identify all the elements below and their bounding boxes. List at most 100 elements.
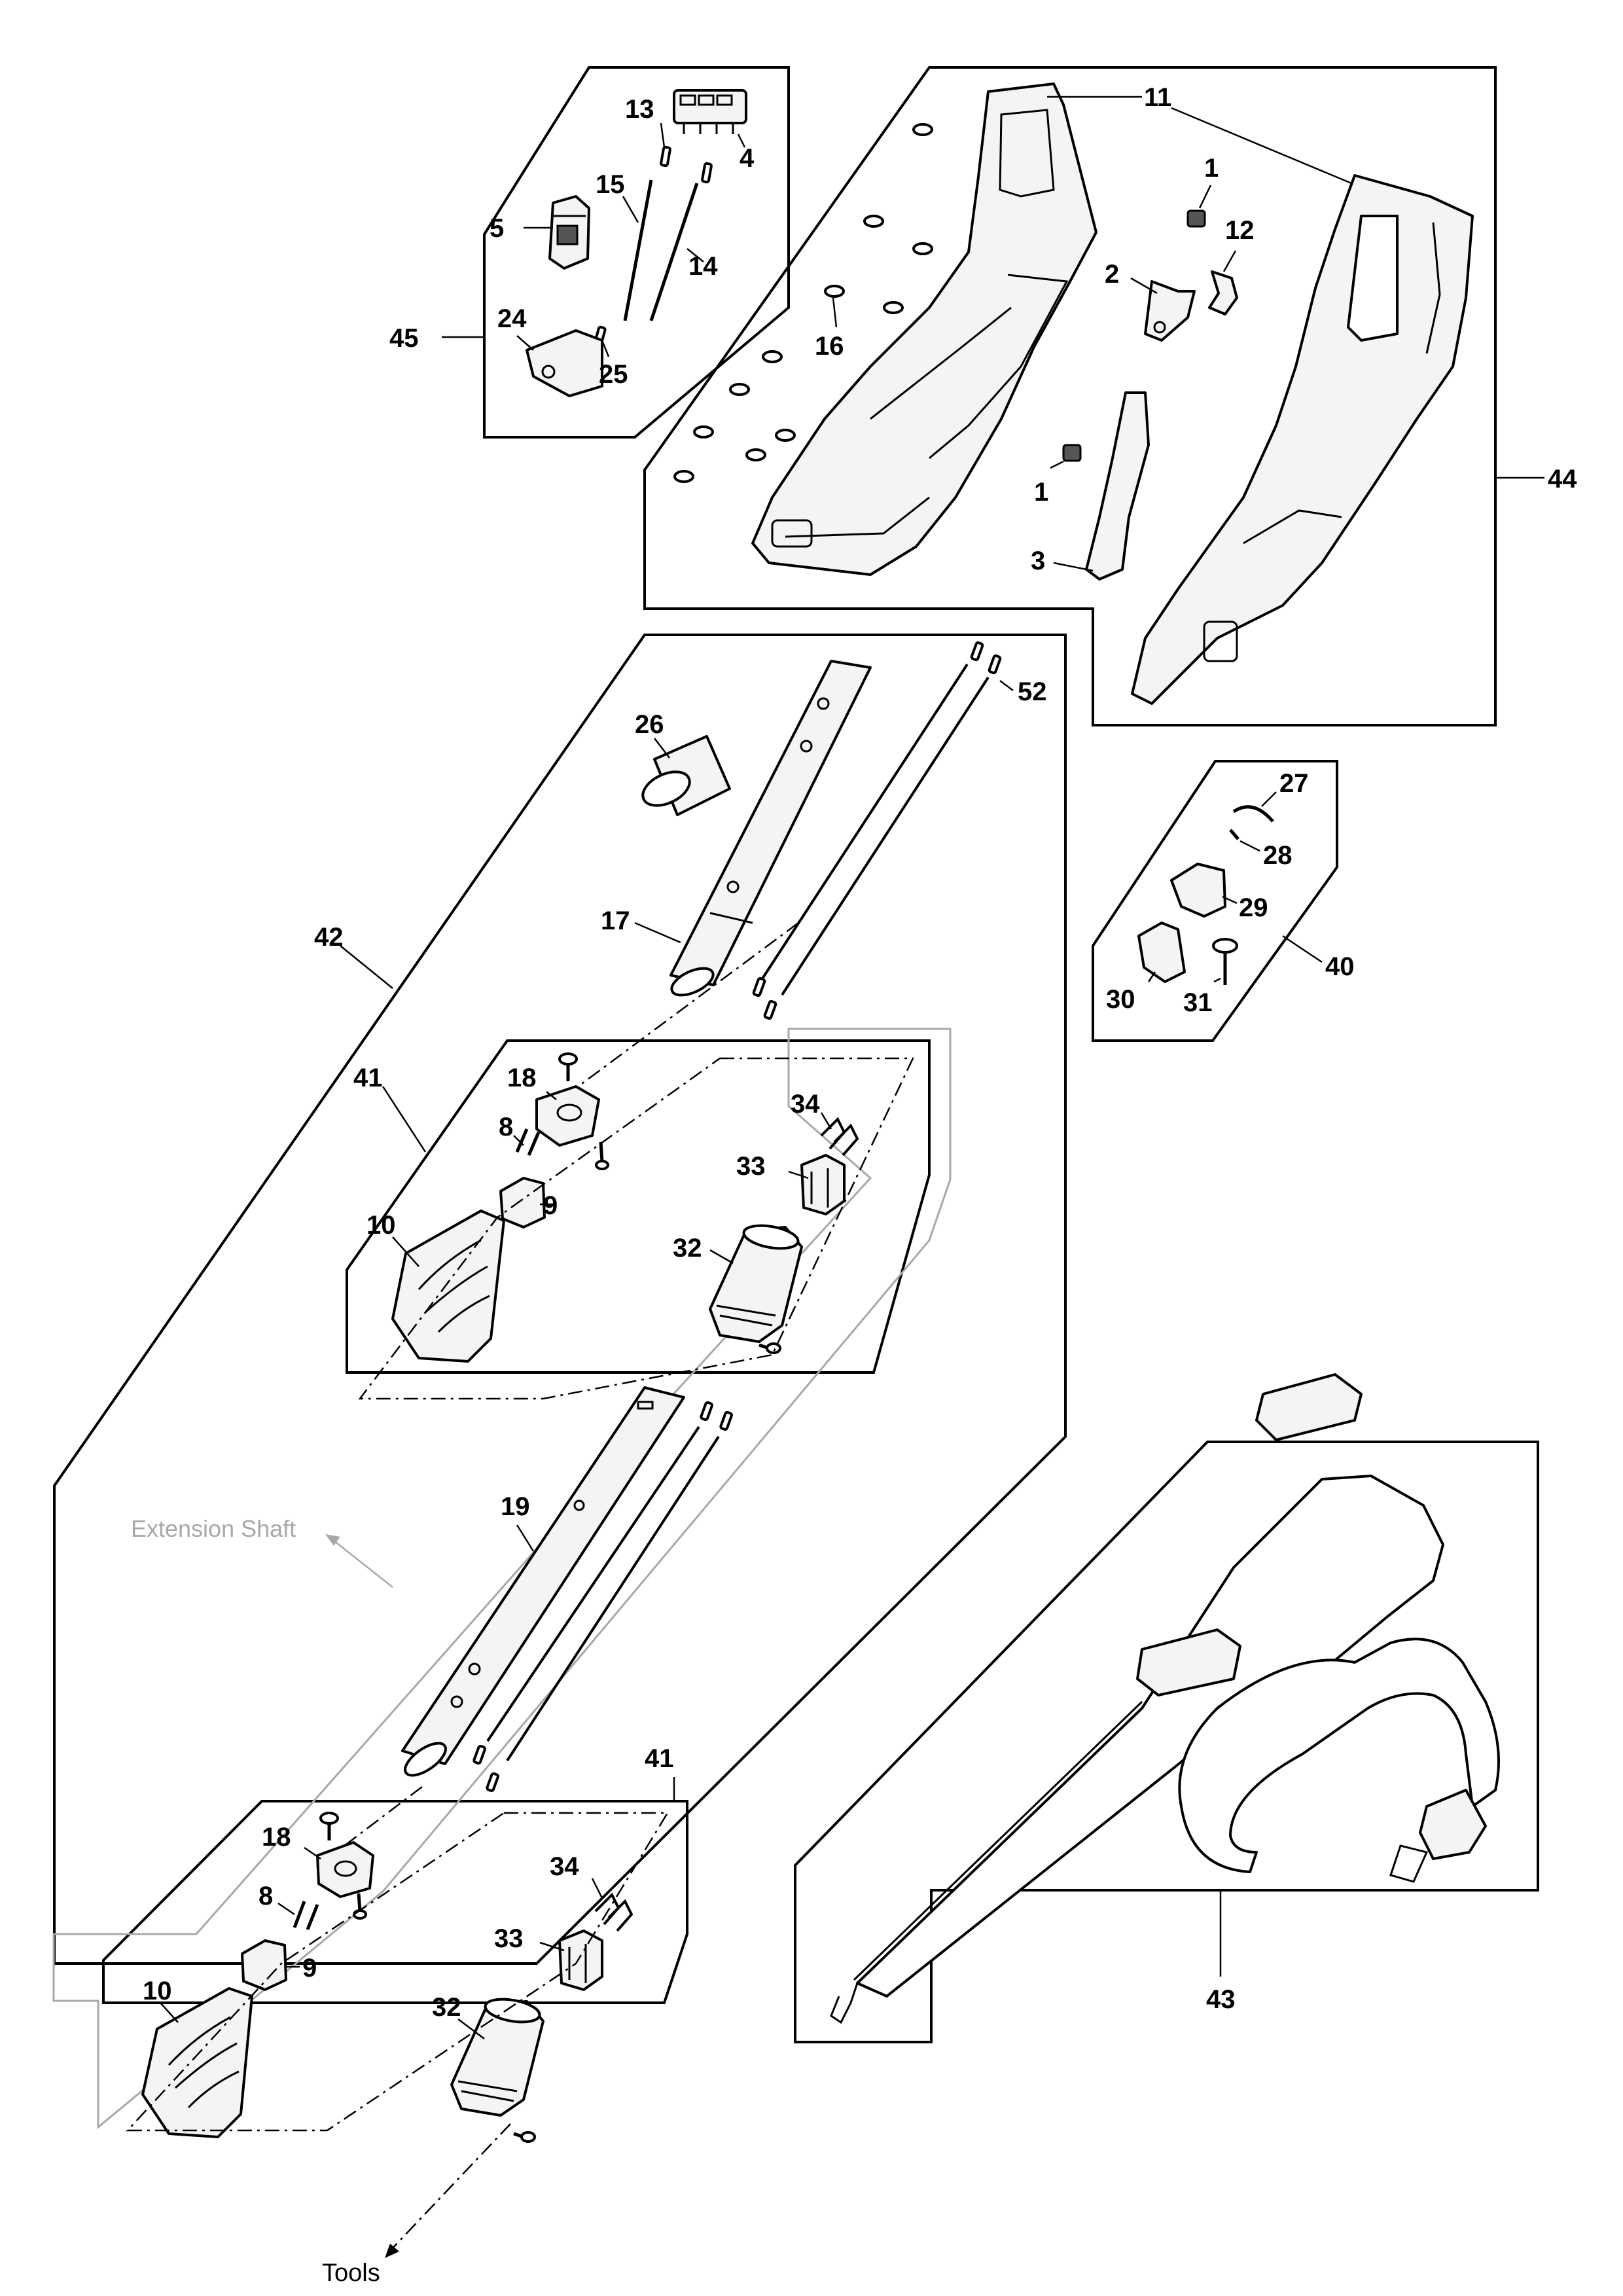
spring-1-bottom <box>1062 444 1082 462</box>
label-5: 5 <box>490 214 504 243</box>
leader-10b <box>160 2002 179 2023</box>
caption-tools: Tools <box>322 2259 380 2287</box>
label-33-top: 33 <box>736 1152 766 1181</box>
terminal-block-4 <box>673 89 747 134</box>
leader-17 <box>634 922 681 944</box>
leader-1a <box>1198 185 1212 209</box>
label-43: 43 <box>1206 1985 1236 2014</box>
wire-15 <box>623 179 653 321</box>
leader-29 <box>1222 895 1238 905</box>
label-18-bottom: 18 <box>262 1823 291 1852</box>
label-10-top: 10 <box>366 1211 396 1240</box>
axis-upper <box>569 922 799 1094</box>
label-1-top: 1 <box>1204 154 1219 183</box>
label-24: 24 <box>497 304 527 333</box>
coupler-33-top <box>800 1154 846 1215</box>
clamp-29 <box>1170 863 1226 918</box>
label-31: 31 <box>1183 988 1213 1017</box>
leader-33a <box>788 1170 809 1179</box>
leader-1b <box>1050 460 1064 469</box>
leader-8a <box>513 1135 524 1146</box>
connector-13 <box>660 145 671 168</box>
label-26: 26 <box>635 710 664 739</box>
label-34-top: 34 <box>791 1090 820 1119</box>
leader-30 <box>1147 971 1156 982</box>
leader-18b <box>304 1846 321 1860</box>
axis-tools <box>389 2123 511 2252</box>
spring-clip-27 <box>1232 805 1274 823</box>
label-27: 27 <box>1279 769 1309 798</box>
connector-13b <box>701 162 713 184</box>
clips-34-bottom <box>594 1892 633 1932</box>
label-13: 13 <box>625 95 654 124</box>
pin-28 <box>1229 829 1240 840</box>
group-41-top-frame <box>346 1039 931 1374</box>
label-33-bottom: 33 <box>494 1924 524 1953</box>
tools-arrow <box>385 2244 399 2258</box>
cover-10-top <box>391 1210 505 1363</box>
leader-40 <box>1282 935 1323 963</box>
label-18-top: 18 <box>507 1064 537 1092</box>
label-30: 30 <box>1106 985 1135 1014</box>
leader-18a <box>546 1091 557 1100</box>
label-29: 29 <box>1239 893 1268 922</box>
nut-9-bottom <box>241 1939 287 1991</box>
nut-9-top <box>499 1177 546 1229</box>
leader-15 <box>622 196 639 223</box>
wire-14 <box>649 183 699 321</box>
leader-2 <box>1130 277 1158 295</box>
label-25: 25 <box>599 360 628 389</box>
pins-8-bottom <box>293 1901 319 1930</box>
label-40: 40 <box>1325 952 1355 981</box>
group-43-frame <box>794 1441 1539 2043</box>
housing-32-bottom <box>450 1998 544 2143</box>
leader-8b <box>277 1902 295 1916</box>
label-45: 45 <box>389 324 419 353</box>
switch-5 <box>548 195 590 270</box>
label-28: 28 <box>1263 841 1293 870</box>
label-19: 19 <box>501 1492 530 1521</box>
label-4: 4 <box>740 144 755 173</box>
extension-shaft-leader <box>330 1537 393 1588</box>
clip-12 <box>1208 270 1238 315</box>
leader-10a <box>392 1236 419 1267</box>
label-12: 12 <box>1225 216 1255 245</box>
label-1-bottom: 1 <box>1034 478 1048 507</box>
pins-8-top <box>515 1128 541 1156</box>
label-3: 3 <box>1031 547 1045 575</box>
leader-11b <box>1171 107 1352 185</box>
label-17: 17 <box>601 906 630 935</box>
collar-18-bottom <box>316 1812 374 1920</box>
shaft-17 <box>669 660 872 997</box>
label-11: 11 <box>1144 83 1171 112</box>
shaft-19 <box>401 1386 685 1777</box>
label-2: 2 <box>1105 260 1119 289</box>
extension-shaft-outline <box>52 1028 952 2130</box>
leader-3 <box>1053 562 1094 572</box>
label-44: 44 <box>1548 465 1577 493</box>
leader-27 <box>1261 791 1277 807</box>
label-8-top: 8 <box>499 1113 513 1141</box>
caption-extension-shaft: Extension Shaft <box>131 1515 296 1542</box>
leader-28 <box>1240 840 1260 852</box>
label-15: 15 <box>596 170 625 199</box>
group-41-bottom-frame <box>102 1800 688 2004</box>
strap-43 <box>830 1373 1500 2024</box>
label-16: 16 <box>815 332 844 361</box>
label-34-bottom: 34 <box>550 1852 579 1881</box>
handle-half-right <box>1131 174 1474 705</box>
label-8-bottom: 8 <box>259 1882 273 1910</box>
group-44-frame <box>643 66 1497 726</box>
label-9-bottom: 9 <box>302 1954 317 1982</box>
leader-41a <box>382 1086 427 1153</box>
label-9-top: 9 <box>543 1191 558 1220</box>
sleeve-26 <box>641 735 731 816</box>
screws-16 <box>673 123 933 483</box>
leader-32b <box>457 2018 485 2039</box>
cover-10-bottom <box>141 1987 253 2138</box>
leader-25 <box>601 340 610 357</box>
group-40-frame <box>1092 760 1338 1042</box>
axis-group41-top <box>358 1057 914 1400</box>
leader-12 <box>1222 250 1237 272</box>
